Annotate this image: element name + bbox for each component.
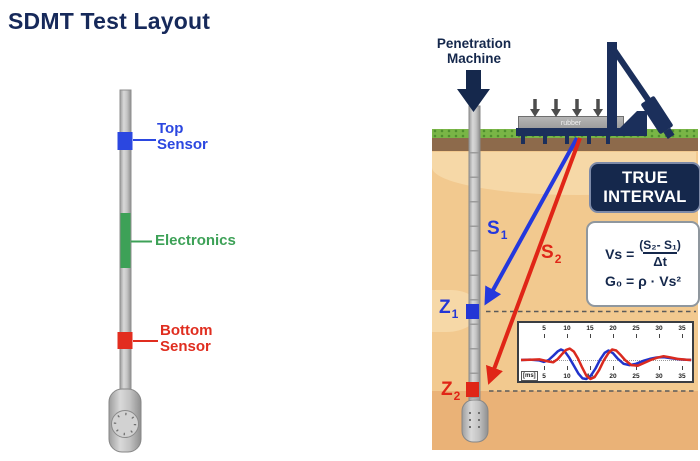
tick-label: 20 — [609, 325, 617, 332]
bottom-sensor-label: Bottom Sensor — [160, 322, 213, 355]
tick-label: 25 — [632, 373, 640, 380]
zero-axis-line — [521, 360, 690, 361]
membrane-bolts — [113, 412, 137, 436]
tick-label: 35 — [678, 373, 686, 380]
z1-sensor-marker — [466, 304, 479, 319]
tick-mark — [658, 334, 660, 338]
tick-mark — [612, 366, 614, 370]
top-sensor-label: Top Sensor — [157, 120, 208, 153]
z1-label: Z1 — [439, 297, 459, 321]
downhole-blade-module — [461, 399, 489, 443]
vs-fraction: (S₂- S₁) Δt — [639, 238, 681, 269]
tick-mark — [566, 366, 568, 370]
vs-formula: Vs = (S₂- S₁) Δt — [605, 238, 681, 269]
s2-label: S2 — [541, 242, 562, 266]
tick-label: 20 — [609, 373, 617, 380]
tick-mark — [589, 366, 591, 370]
tick-label: 30 — [655, 325, 663, 332]
tick-label: 25 — [632, 325, 640, 332]
true-interval-badge: TRUE INTERVAL — [589, 162, 700, 213]
membrane — [111, 410, 139, 438]
penetration-machine-label: Penetration Machine — [436, 36, 512, 66]
hammer-icon — [607, 42, 675, 139]
tick-mark — [566, 334, 568, 338]
tick-mark — [635, 366, 637, 370]
wave-trace-1 — [520, 348, 692, 381]
penetration-arrow-icon — [457, 70, 490, 112]
tick-label: 10 — [563, 373, 571, 380]
tick-mark — [658, 366, 660, 370]
z2-label: Z2 — [441, 379, 461, 403]
sounding-rod — [468, 105, 481, 403]
tick-mark — [681, 366, 683, 370]
load-arrows-icon — [533, 99, 600, 110]
electronics-band — [120, 213, 131, 268]
tick-mark — [589, 334, 591, 338]
load-arrowheads — [530, 109, 603, 117]
top-sensor-band — [117, 132, 133, 150]
tick-label: 15 — [586, 325, 594, 332]
tick-mark — [543, 366, 545, 370]
g0-formula: G₀ = ρ · Vs² — [604, 273, 682, 289]
bottom-sensor-band — [117, 332, 133, 349]
tick-label: 30 — [655, 373, 663, 380]
dilatometer-probe-icon — [108, 89, 158, 453]
tick-mark — [543, 334, 545, 338]
ms-unit-label: [ms] — [521, 371, 538, 381]
wave-traces — [520, 347, 692, 381]
tick-label: 35 — [678, 325, 686, 332]
tick-mark — [635, 334, 637, 338]
tick-mark — [681, 334, 683, 338]
s1-label: S1 — [487, 218, 508, 242]
z2-sensor-marker — [466, 382, 479, 397]
s2-ray-arrow — [486, 137, 582, 385]
tick-label: 10 — [563, 325, 571, 332]
page-title: SDMT Test Layout — [8, 8, 211, 34]
formula-box: Vs = (S₂- S₁) Δt G₀ = ρ · Vs² — [586, 221, 700, 307]
tick-label: 5 — [542, 373, 546, 380]
tick-mark — [612, 334, 614, 338]
rubber-pad-label: rubber — [560, 120, 582, 127]
electronics-label: Electronics — [155, 232, 236, 249]
tick-label: 5 — [542, 325, 546, 332]
pad-anchors — [521, 136, 610, 144]
s1-ray-arrow — [484, 137, 579, 306]
wave-trace-2 — [520, 347, 692, 381]
